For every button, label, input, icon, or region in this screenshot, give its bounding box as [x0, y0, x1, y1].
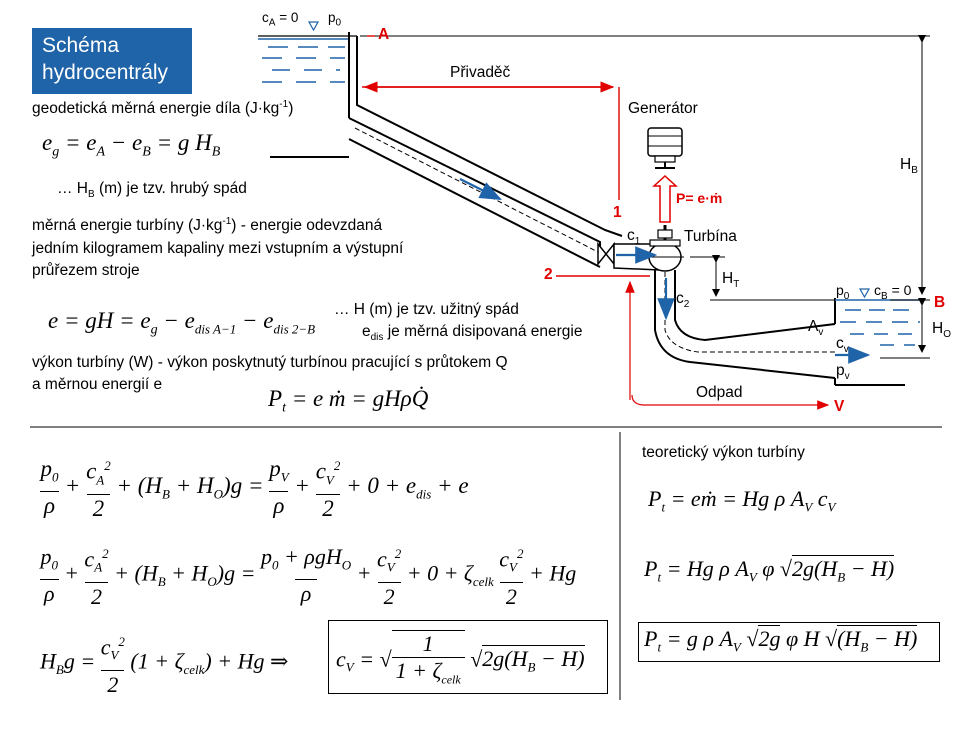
label-c2: c2 [676, 290, 690, 311]
draft-tube [654, 270, 871, 379]
label-cB0: cB = 0 [874, 282, 912, 302]
label-turbina: Turbína [684, 228, 737, 245]
label-cA0: cA = 0 [262, 10, 299, 29]
point-2: 2 [544, 266, 553, 283]
equation-pt1: Pt = eṁ = Hg ρ AV cV [648, 486, 836, 515]
text-uzitny-spad: … H (m) je tzv. užitný spád [334, 301, 519, 318]
text-hruby-spad: … HB (m) je tzv. hrubý spád [57, 180, 247, 201]
point-B: B [934, 294, 946, 311]
point-1: 1 [613, 204, 622, 221]
label-Av: Av [808, 318, 824, 339]
equation-eg: eg = eA − eB = g HB [42, 130, 221, 160]
equation-pt3: Pt = g ρ AV √2g φ H √(HB − H) [644, 625, 918, 655]
equation-e: e = gH = eg − edis A−1 − edis 2−B [48, 308, 316, 338]
text-merna-energie-3: průřezem stroje [32, 262, 140, 279]
label-HO: HO [932, 320, 951, 341]
text-edis: edis je měrná disipovaná energie [362, 323, 583, 344]
label-generator: Generátor [628, 100, 698, 117]
label-HT: HT [722, 270, 740, 291]
equation-pt2: Pt = Hg ρ AV φ √2g(HB − H) [644, 555, 895, 585]
label-power: P= e·ṁ [676, 190, 723, 206]
equation-Pt: Pt = e ṁ = gHρQ̇ [268, 386, 429, 416]
text-geodeticka: geodetická měrná energie díla (J·kg-1) [32, 99, 294, 118]
text-vykon-2: a měrnou energií e [32, 376, 163, 393]
label-cv: cv [836, 335, 849, 356]
label-HB: HB [900, 156, 918, 177]
text-merna-energie-1: měrná energie turbíny (J·kg-1) - energie… [32, 216, 383, 235]
valve [597, 241, 615, 267]
point-A: A [378, 26, 390, 43]
generator [647, 127, 683, 223]
title-box: Schéma hydrocentrály [32, 28, 192, 94]
upper-reservoir [258, 21, 358, 158]
label-c1: c1 [627, 227, 641, 248]
text-teoreticky: teoretický výkon turbíny [642, 444, 805, 461]
text-merna-energie-2: jedním kilogramem kapaliny mezi vstupním… [32, 240, 404, 257]
text-vykon-1: výkon turbíny (W) - výkon poskytnutý tur… [32, 354, 508, 371]
equation-cV-box [328, 620, 608, 694]
label-p0-cB: p0 [836, 282, 850, 302]
label-privadec: Přivaděč [450, 64, 511, 81]
diagram-title: Schéma hydrocentrály [42, 34, 169, 84]
turbine [613, 225, 684, 272]
label-pv: pv [836, 362, 850, 383]
label-p0-top: p0 [328, 10, 342, 29]
dimension-lines [360, 35, 930, 359]
label-odpad: Odpad [696, 384, 743, 401]
equation-pt3-box [638, 622, 940, 662]
point-V: V [834, 398, 845, 415]
red-annotations [362, 35, 830, 410]
